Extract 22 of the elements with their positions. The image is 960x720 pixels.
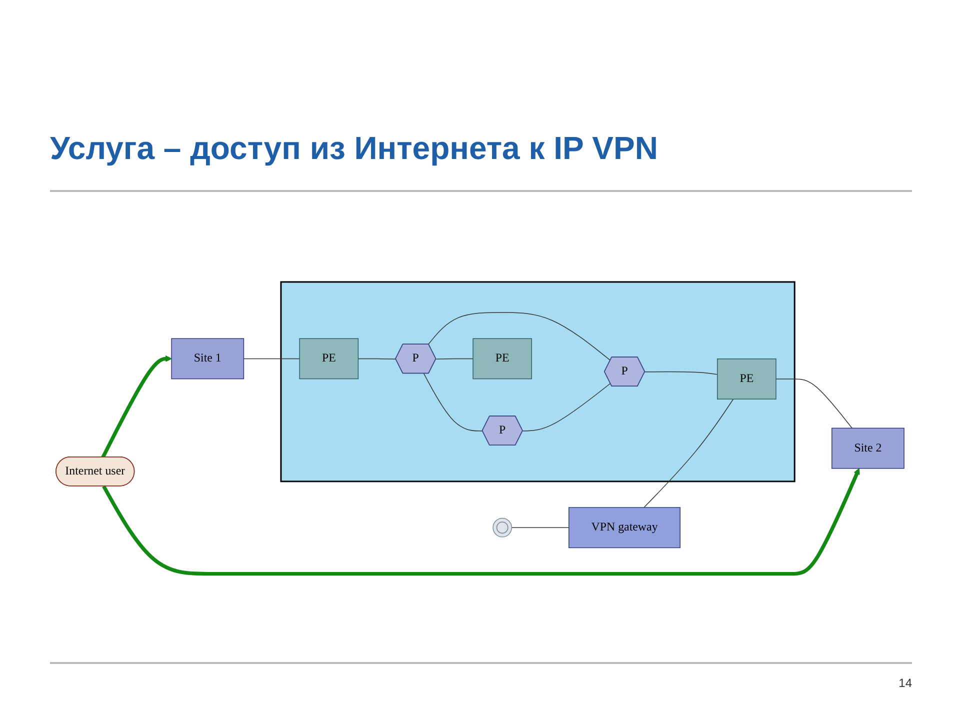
arrow (102, 468, 860, 576)
node-box: PE (717, 358, 776, 400)
node-box: Site 1 (171, 338, 244, 379)
slide-title: Услуга – доступ из Интернета к IP VPN (50, 130, 658, 167)
node-box: VPN gateway (568, 506, 680, 548)
node-box: PE (472, 338, 532, 379)
cluster (280, 280, 796, 482)
arrow (101, 355, 172, 458)
connector (243, 358, 300, 359)
connector (358, 358, 396, 360)
connector (423, 372, 483, 431)
connector (428, 312, 611, 360)
node-box: Site 2 (831, 427, 904, 468)
node-box: PE (299, 338, 359, 379)
node-picture (492, 518, 512, 537)
connector (776, 378, 852, 428)
connector (644, 371, 718, 374)
connector (436, 358, 474, 360)
connector (522, 382, 611, 431)
connector (511, 526, 570, 528)
page-number: 14 (898, 676, 912, 690)
connector (644, 398, 734, 508)
